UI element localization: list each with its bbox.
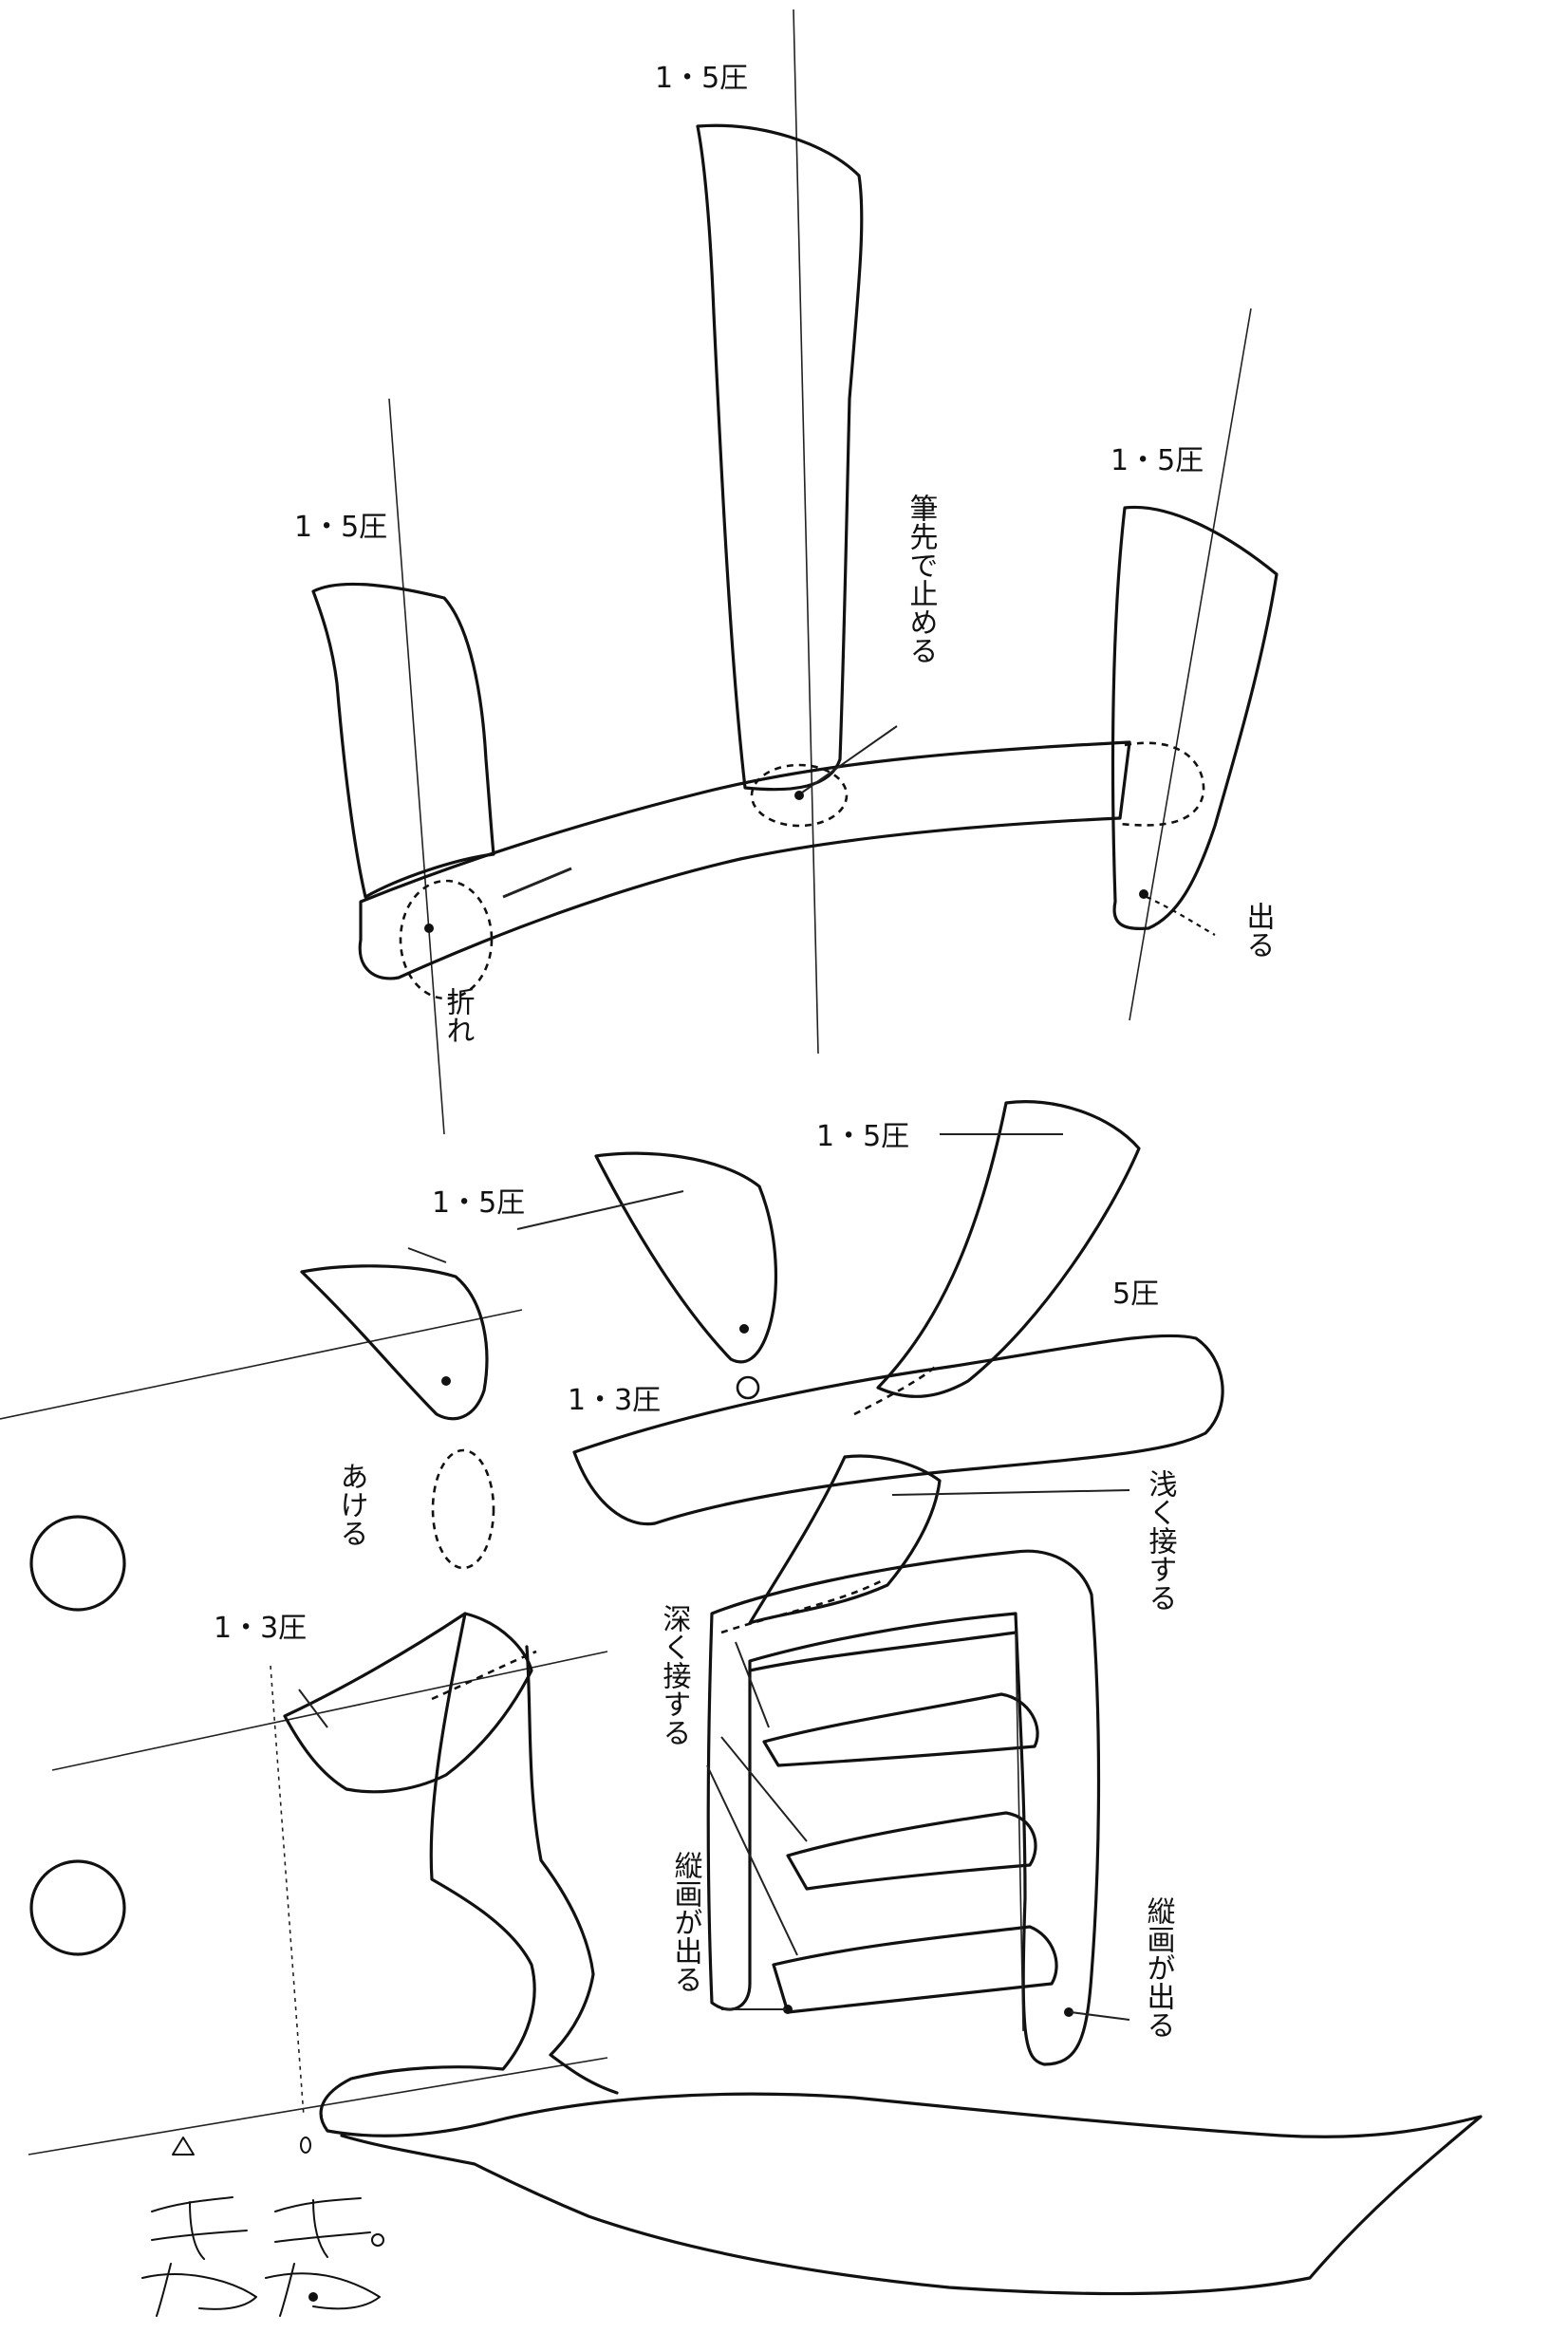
- character-yama: [311, 9, 1279, 1135]
- leader-deep-1: [735, 1641, 770, 1728]
- label-protrude: 出る: [1241, 902, 1275, 959]
- yama-left-stroke: [311, 582, 495, 899]
- michi-dot-right-dot: [739, 1324, 749, 1334]
- leader-shin: [298, 1689, 328, 1728]
- label-horizontal-pressure: 5圧: [1112, 1278, 1159, 1311]
- guide-line-yama-right: [1129, 308, 1252, 1021]
- michi-eye-dashed-join: [720, 1578, 884, 1634]
- label-horizontal-start-pressure: 1・3圧: [568, 1384, 661, 1417]
- label-dot1-pressure: 1・5圧: [432, 1186, 525, 1220]
- michi-shin-upper: [283, 1612, 533, 1794]
- binder-hole-top: [29, 1515, 126, 1612]
- yama-bottom-stroke: [358, 740, 1131, 980]
- protrude-leader: [1146, 896, 1216, 936]
- michi-top-horizontal: [572, 1334, 1224, 1526]
- guide-line-michi-upper: [0, 1309, 523, 1420]
- leader-vertical-right: [1070, 2011, 1130, 2021]
- michi-dot-right: [594, 1151, 778, 1364]
- label-shallow-contact: 浅く接する: [1144, 1469, 1178, 1612]
- mini-sketch-open-dot: [300, 2137, 311, 2154]
- tip-stop-dashed-ellipse: [750, 763, 849, 828]
- michi-shin-dashed: [431, 1650, 537, 1701]
- guide-line-michi-lower: [28, 2057, 608, 2156]
- mini-sketch-dot: [308, 2292, 318, 2302]
- michi-eye-bar-4: [772, 1925, 1058, 2014]
- label-dot2-pressure: 1・5圧: [816, 1120, 909, 1153]
- mini-sketch-small-circle: [371, 2233, 384, 2247]
- michi-eye-inner-vertical: [1015, 1632, 1024, 2032]
- yama-right-dot: [1139, 889, 1148, 899]
- michi-shin-body: [319, 1612, 1483, 2296]
- label-yama-right-pressure: 1・5圧: [1111, 444, 1204, 477]
- michi-right-vertical-dot: [1064, 2007, 1073, 2017]
- guide-line-yama-left: [388, 398, 445, 1135]
- leader-upper-left: [407, 1247, 447, 1263]
- tip-stop-leader: [801, 725, 898, 793]
- yama-center-stroke: [696, 123, 864, 792]
- mini-sketch-1: [141, 2196, 257, 2317]
- label-gap: あける: [335, 1462, 368, 1547]
- mini-sketch-2: [265, 2197, 381, 2317]
- guide-line-michi-middle: [51, 1651, 608, 1771]
- leader-shallow: [891, 1489, 1130, 1496]
- binder-hole-bottom: [29, 1859, 126, 1956]
- label-fold: 折れ: [441, 987, 475, 1044]
- michi-dot-upper-right: [876, 1100, 1141, 1398]
- character-michi: [0, 1100, 1483, 2296]
- michi-shallow-slant: [748, 1454, 942, 1625]
- yama-inner-line: [502, 867, 572, 899]
- guide-line-yama-center: [793, 9, 819, 1055]
- label-shin-pressure: 1・3圧: [214, 1612, 307, 1645]
- leader-deep-2: [720, 1736, 808, 1842]
- label-deep-contact: 深く接する: [658, 1604, 692, 1746]
- mini-sketch-triangle: [172, 2137, 195, 2156]
- label-vertical-protrude-left: 縦画が出る: [669, 1851, 702, 1993]
- yama-left-dot: [424, 924, 434, 933]
- label-yama-left-pressure: 1・5圧: [294, 511, 387, 544]
- yama-center-dot: [794, 791, 804, 800]
- protrude-dashed-curve: [1119, 741, 1205, 827]
- michi-shin-inner: [525, 1645, 619, 2095]
- label-tip-stop: 筆先で止める: [905, 494, 938, 664]
- label-yama-top-pressure: 1・5圧: [655, 62, 748, 95]
- mini-sketches: [141, 2137, 384, 2317]
- michi-dot-overlap-dashed: [853, 1366, 936, 1416]
- gap-dashed-oval: [431, 1448, 495, 1570]
- yama-right-stroke: [1111, 505, 1279, 930]
- michi-left-vertical-dot: [783, 2005, 793, 2014]
- michi-dot-left-dot: [441, 1376, 451, 1386]
- michi-eye-frame: [706, 1549, 1101, 2066]
- michi-eye-bar-1: [748, 1631, 1017, 1672]
- leader-dot1: [516, 1190, 684, 1230]
- fold-dashed-ellipse: [399, 879, 494, 1000]
- leader-deep-3: [706, 1764, 798, 1956]
- michi-eye-bar-2: [762, 1692, 1039, 1767]
- open-circle-mark: [736, 1375, 760, 1400]
- guide-line-shin-vertical: [270, 1665, 305, 2118]
- michi-dot-left: [300, 1264, 489, 1421]
- michi-eye-bar-3: [786, 1811, 1037, 1891]
- label-vertical-protrude-right: 縦画が出る: [1142, 1896, 1175, 2039]
